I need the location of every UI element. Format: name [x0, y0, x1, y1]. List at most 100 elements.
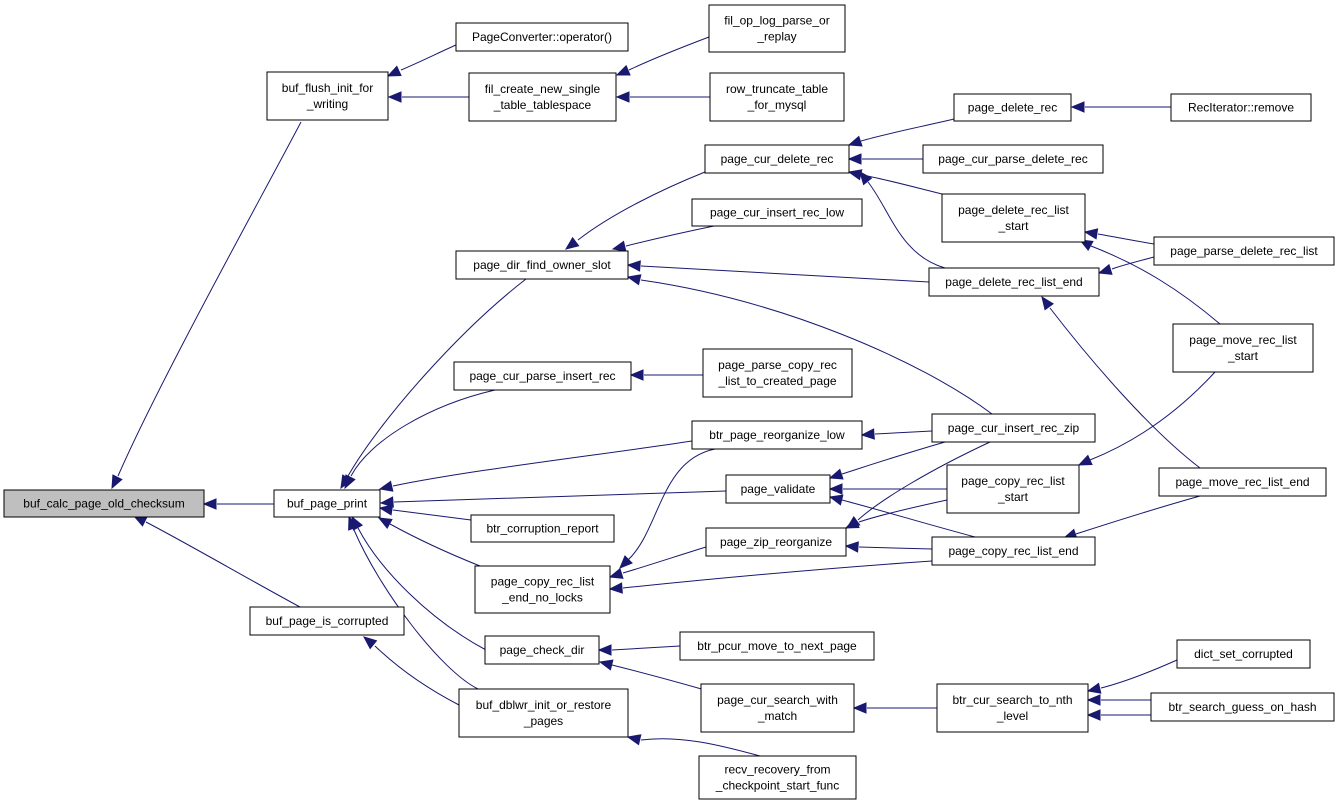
- node-box: [1172, 323, 1314, 373]
- node-copy-list-end[interactable]: page_copy_rec_list_end: [931, 536, 1096, 566]
- node-cur-parse-insert[interactable]: page_cur_parse_insert_rec: [453, 361, 632, 391]
- edge-zipreorg-to-copynolocks: [608, 546, 707, 579]
- node-delete-list-start[interactable]: page_delete_rec_list_start: [941, 193, 1086, 243]
- node-corruption-report[interactable]: btr_corruption_report: [470, 514, 615, 543]
- edge-cursearch-to-checkdir: [598, 659, 706, 691]
- node-zip-reorganize[interactable]: page_zip_reorganize: [705, 527, 847, 557]
- node-label: page_cur_insert_rec_low: [710, 206, 844, 220]
- node-reorganize-low[interactable]: btr_page_reorganize_low: [691, 420, 863, 450]
- node-box: [1150, 692, 1335, 722]
- node-is-corrupted[interactable]: buf_page_is_corrupted: [249, 606, 405, 636]
- arrowhead: [860, 428, 875, 440]
- edge-pcur-to-checkdir: [597, 644, 681, 656]
- edge-line: [628, 36, 710, 71]
- node-cur-insert-low[interactable]: page_cur_insert_rec_low: [691, 198, 863, 227]
- edge-line: [640, 265, 930, 283]
- edge-dictset-to-searchnth: [1086, 659, 1178, 694]
- node-cur-search-with[interactable]: page_cur_search_with_match: [700, 683, 855, 733]
- node-flush-init[interactable]: buf_flush_init_for_writing: [266, 71, 389, 121]
- node-fil-create[interactable]: fil_create_new_single_table_tablespace: [468, 72, 617, 122]
- node-cur-delete-rec[interactable]: page_cur_delete_rec: [704, 144, 850, 174]
- node-move-list-end[interactable]: page_move_rec_list_end: [1158, 467, 1327, 497]
- arrowhead: [611, 240, 627, 252]
- node-label: _level: [996, 709, 1028, 723]
- node-pcur-move-next[interactable]: btr_pcur_move_to_next_page: [679, 631, 875, 661]
- node-copy-list-start[interactable]: page_copy_rec_list_start: [946, 464, 1080, 514]
- node-page-converter[interactable]: PageConverter::operator(): [455, 22, 629, 52]
- node-parse-copy[interactable]: page_parse_copy_rec_list_to_created_page: [702, 348, 853, 398]
- node-dir-find-owner[interactable]: page_dir_find_owner_slot: [455, 250, 629, 280]
- edge-reorglow-to-print: [378, 440, 693, 492]
- node-label: btr_search_guess_on_hash: [1168, 700, 1316, 714]
- edge-line: [577, 171, 706, 241]
- node-label: _for_mysql: [747, 98, 807, 112]
- edge-parsedel-to-delstart: [1083, 228, 1155, 245]
- arrowhead: [202, 498, 217, 510]
- node-label: btr_cur_search_to_nth: [952, 693, 1072, 707]
- edge-filcreate-to-flush: [387, 91, 469, 103]
- arrowhead: [629, 369, 644, 381]
- node-recv-recovery[interactable]: recv_recovery_from_checkpoint_start_func: [698, 755, 857, 800]
- node-check-dir[interactable]: page_check_dir: [484, 635, 600, 665]
- node-label: recv_recovery_from: [724, 763, 830, 777]
- node-label: btr_corruption_report: [486, 522, 599, 536]
- edge-line: [625, 225, 715, 247]
- node-page-delete-rec[interactable]: page_delete_rec: [953, 93, 1072, 122]
- node-move-list-start[interactable]: page_move_rec_list_start: [1172, 323, 1314, 373]
- edge-copyend-to-copynolocks: [608, 560, 933, 594]
- arrowhead: [828, 468, 844, 480]
- edge-dblwr-to-corrupt: [362, 636, 460, 706]
- node-parse-delete-list[interactable]: page_parse_delete_rec_list: [1153, 236, 1335, 266]
- node-validate[interactable]: page_validate: [725, 474, 831, 504]
- arrowhead: [378, 480, 394, 492]
- edge-line: [374, 645, 460, 706]
- edge-line: [860, 118, 955, 142]
- arrowhead: [608, 582, 623, 594]
- node-label: page_cur_search_with: [717, 693, 838, 707]
- arrowhead: [844, 541, 859, 553]
- node-box: [931, 536, 1096, 566]
- arrowhead: [859, 170, 873, 186]
- arrowhead: [1086, 682, 1102, 694]
- node-search-nth[interactable]: btr_cur_search_to_nth _level: [936, 683, 1089, 733]
- node-copy-end-no-locks[interactable]: page_copy_rec_list_end_no_locks: [474, 565, 611, 614]
- edge-line: [392, 440, 693, 487]
- edge-line: [622, 546, 707, 574]
- edge-line: [400, 44, 457, 71]
- node-guess-on-hash[interactable]: btr_search_guess_on_hash: [1150, 692, 1335, 722]
- node-label: btr_page_reorganize_low: [709, 428, 845, 442]
- node-rec-iter-remove[interactable]: RecIterator::remove: [1170, 93, 1312, 122]
- node-box: [698, 755, 857, 800]
- node-fil-op-log[interactable]: fil_op_log_parse_or_replay: [708, 4, 846, 53]
- node-cur-parse-delete[interactable]: page_cur_parse_delete_rec: [922, 144, 1104, 174]
- node-row-truncate[interactable]: row_truncate_table_for_mysql: [709, 72, 845, 122]
- edge-line: [867, 181, 946, 269]
- arrowhead: [847, 153, 862, 165]
- node-page-print[interactable]: buf_page_print: [273, 489, 381, 518]
- edge-moveend-to-copyend: [1062, 495, 1201, 540]
- node-box: [455, 250, 629, 280]
- edge-line: [857, 441, 991, 521]
- arrowhead: [828, 494, 844, 506]
- node-label: buf_flush_init_for: [282, 81, 373, 95]
- edge-parsedel-to-delend: [1097, 256, 1155, 275]
- node-delete-list-end[interactable]: page_delete_rec_list_end: [928, 267, 1100, 297]
- arrowhead: [1086, 694, 1101, 706]
- edge-line: [858, 499, 948, 523]
- edge-copystart-to-validate: [828, 483, 947, 495]
- node-box: [941, 193, 1086, 243]
- node-label: _start: [997, 490, 1029, 504]
- edge-curinszip-to-reorglow: [860, 428, 933, 440]
- node-box: [455, 22, 629, 52]
- edge-dellistend-to-dirfind: [626, 260, 930, 283]
- node-dblwr[interactable]: buf_dblwr_init_or_restore_pages: [458, 688, 629, 738]
- node-cur-insert-zip[interactable]: page_cur_insert_rec_zip: [931, 413, 1096, 443]
- edge-guess-to-searchnth-b: [1086, 709, 1151, 721]
- edge-curinszip-to-dirfind: [626, 274, 993, 415]
- edge-line: [1097, 233, 1155, 245]
- node-dict-set-corrupted[interactable]: dict_set_corrupted: [1176, 639, 1311, 669]
- arrowhead: [111, 474, 123, 490]
- edge-line: [1075, 495, 1201, 535]
- edge-line: [841, 499, 976, 538]
